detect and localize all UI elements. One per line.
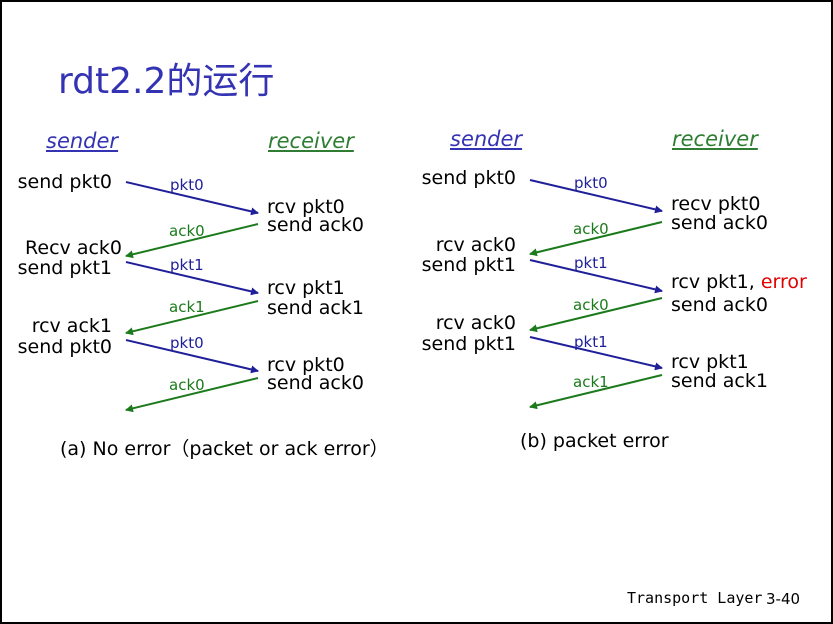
message-label-pkt: pkt1 [170,256,204,274]
sender-event: send pkt0 [17,171,112,193]
message-label-ack: ack0 [169,222,205,240]
message-label-ack: ack1 [573,373,609,391]
message-label-ack: ack0 [169,376,205,394]
message-label-ack: ack0 [573,296,609,314]
receiver-event: rcv pkt1, error [671,272,807,293]
arrow-b-ack0-1 [529,221,663,257]
sender-event: Recv ack0 [25,237,122,259]
receiver-event: rcv pkt0 [267,196,345,218]
receiver-label-a: receiver [268,129,354,153]
arrow-a-pkt1 [125,261,259,296]
arrow-b-pkt1-2 [529,336,663,371]
sender-event: send pkt1 [17,257,112,279]
message-label-ack: ack1 [169,298,205,316]
receiver-event: recv pkt0 [671,193,761,215]
arrow-b-pkt1-1 [529,259,663,294]
arrow-a-ack0-2 [125,377,259,413]
page-number: 3-40 [766,590,801,608]
arrow-b-ack1 [529,374,663,410]
error-label: error [760,271,807,293]
sender-event: rcv ack1 [31,315,112,337]
arrow-b-pkt0 [529,179,663,214]
receiver-event: send ack0 [671,212,768,234]
message-label-pkt: pkt1 [574,333,608,351]
receiver-event: send ack0 [267,214,364,236]
message-label-pkt: pkt0 [574,174,608,192]
receiver-event: send ack1 [267,297,364,319]
receiver-event: send ack1 [671,370,768,392]
receiver-event: rcv pkt1 [267,277,345,299]
receiver-event: send ack0 [267,372,364,394]
caption-b: (b) packet error [520,430,669,452]
caption-a: (a) No error（packet or ack error） [60,438,389,460]
sender-label-a: sender [46,129,119,153]
sender-label-b: sender [450,127,523,151]
receiver-event: rcv pkt1 [671,351,749,373]
arrow-b-ack0-2 [529,297,663,333]
sender-event: rcv ack0 [435,234,516,256]
receiver-event: rcv pkt0 [267,354,345,376]
message-label-pkt: pkt0 [170,334,204,352]
arrow-a-ack1 [125,300,259,336]
sender-event: send pkt0 [17,336,112,358]
sender-event: send pkt1 [421,333,516,355]
sender-event: send pkt1 [421,254,516,276]
receiver-label-b: receiver [672,127,758,151]
slide-title: rdt2.2的运行 [58,61,275,102]
arrow-a-pkt0-1 [125,181,259,216]
receiver-event-text: rcv pkt1, [671,271,755,293]
message-label-pkt: pkt1 [574,254,608,272]
arrow-a-pkt0-2 [125,339,259,374]
sender-event: send pkt0 [421,167,516,189]
sender-event: rcv ack0 [435,312,516,334]
message-label-ack: ack0 [573,220,609,238]
receiver-event: send ack0 [671,294,768,316]
footer-text: Transport Layer [627,589,763,607]
arrow-a-ack0-1 [125,223,259,259]
message-label-pkt: pkt0 [170,176,204,194]
